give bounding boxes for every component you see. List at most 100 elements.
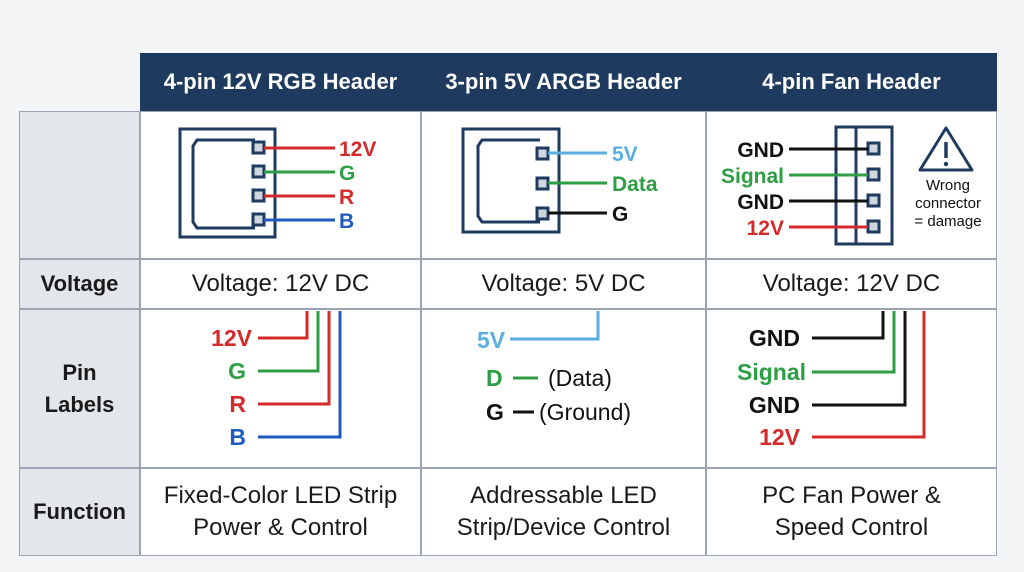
rgb-label-wire-g	[258, 311, 320, 373]
fan-pin-2	[866, 167, 881, 182]
rgb-pin-label-b: B	[339, 210, 354, 233]
fan-label-wire-gnd2	[812, 311, 907, 407]
argb-label-d-note: (Data)	[548, 365, 612, 391]
fan-pinlabel-texts: GND Signal GND 12V	[737, 325, 806, 450]
rgb-pinlabel-wires	[258, 311, 342, 439]
rgb-connector-inner	[191, 138, 255, 230]
header-argb-label: 3-pin 5V ARGB Header	[445, 69, 682, 94]
fan-label-wire-gnd1	[812, 311, 885, 340]
argb-pinlabel-wires	[510, 311, 600, 414]
function-fan-line1: PC Fan Power &	[762, 482, 941, 509]
voltage-argb: Voltage: 5V DC	[421, 259, 706, 309]
fan-label-wire-12v	[812, 311, 926, 439]
function-rgb-line1: Fixed-Color LED Strip	[163, 482, 398, 509]
argb-connector-body	[461, 127, 561, 234]
fan-label-signal: Signal	[737, 359, 806, 385]
function-argb-line1: Addressable LED	[470, 482, 657, 509]
fan-pin-1	[866, 141, 881, 156]
rgb-label-r: R	[229, 391, 246, 417]
argb-label-wire-5v	[510, 311, 600, 341]
rgb-pin-4	[251, 212, 266, 227]
warning-line2: connector	[915, 195, 981, 212]
rgb-label-12v: 12V	[211, 325, 253, 351]
argb-pin-label-5v: 5V	[612, 143, 638, 166]
function-rgb: Fixed-Color LED Strip Power & Control	[140, 468, 421, 556]
voltage-rgb-text: Voltage: 12V DC	[191, 270, 370, 297]
argb-pins	[535, 146, 607, 221]
argb-pin-2	[535, 176, 550, 191]
rgb-label-wire-b	[258, 311, 342, 439]
fan-label-gnd1: GND	[749, 325, 800, 351]
function-fan: PC Fan Power & Speed Control	[706, 468, 997, 556]
voltage-row-text: Voltage	[40, 271, 119, 296]
rgb-label-wire-r	[258, 311, 331, 406]
warning-icon	[918, 126, 974, 172]
fan-pins	[789, 141, 881, 234]
rgb-pin-texts: 12V G R B	[339, 138, 376, 233]
fan-connector-body	[834, 125, 894, 246]
pinlabels-row-text-2: Labels	[44, 391, 115, 417]
rgb-pin-label-r: R	[339, 186, 354, 209]
function-row-label: Function	[19, 468, 140, 556]
argb-label-g-note: (Ground)	[539, 399, 631, 425]
header-fan: 4-pin Fan Header	[706, 53, 997, 111]
header-rgb-label: 4-pin 12V RGB Header	[163, 69, 398, 94]
fan-pin-texts: GND Signal GND 12V	[721, 139, 784, 240]
argb-pinlabel-texts: 5V D (Data) G (Ground)	[477, 327, 631, 425]
fan-pin-label-gnd2: GND	[737, 191, 784, 214]
fan-label-gnd2: GND	[749, 392, 800, 418]
fan-connector	[834, 125, 894, 246]
pinlabels-row-text-1: Pin	[62, 359, 97, 385]
fan-pinlabel-wires	[812, 311, 926, 439]
warning-line3: = damage	[914, 213, 981, 230]
argb-pin-1	[535, 146, 550, 161]
diagram-row-label	[19, 111, 140, 259]
voltage-fan: Voltage: 12V DC	[706, 259, 997, 309]
rgb-label-g: G	[228, 358, 246, 384]
pinlabels-rgb-cell	[140, 309, 421, 468]
voltage-row-label: Voltage	[19, 259, 140, 309]
argb-connector	[461, 127, 561, 234]
argb-pin-3	[535, 206, 550, 221]
fan-pin-label-signal: Signal	[721, 165, 784, 188]
fan-label-12v: 12V	[759, 424, 801, 450]
function-argb: Addressable LED Strip/Device Control	[421, 468, 706, 556]
pinlabels-argb-cell	[421, 309, 706, 468]
argb-connector-inner	[476, 138, 540, 224]
argb-pin-label-g: G	[612, 203, 628, 226]
fan-pin-3	[866, 193, 881, 208]
fan-label-wire-signal	[812, 311, 896, 374]
argb-pin-label-data: Data	[612, 173, 658, 196]
header-rgb: 4-pin 12V RGB Header	[140, 53, 421, 111]
function-row-text: Function	[33, 499, 126, 524]
fan-pin-label-gnd1: GND	[737, 139, 784, 162]
rgb-connector-body	[178, 127, 277, 239]
pinlabels-fan-cell	[706, 309, 997, 468]
pinlabels-row-label: Pin Labels	[19, 309, 140, 468]
rgb-connector	[178, 127, 277, 239]
rgb-pin-2	[251, 164, 266, 179]
voltage-rgb: Voltage: 12V DC	[140, 259, 421, 309]
rgb-pins	[251, 140, 335, 227]
warning-line1: Wrong	[926, 177, 970, 194]
argb-label-d: D	[486, 365, 503, 391]
argb-pin-texts: 5V Data G	[612, 143, 658, 226]
rgb-label-wire-12v	[258, 311, 309, 340]
voltage-fan-text: Voltage: 12V DC	[762, 270, 941, 297]
rgb-pin-label-12v: 12V	[339, 138, 376, 161]
function-argb-line2: Strip/Device Control	[456, 514, 671, 541]
rgb-pin-1	[251, 140, 266, 155]
rgb-pin-label-g: G	[339, 162, 355, 185]
rgb-pin-3	[251, 188, 266, 203]
argb-label-g: G	[486, 399, 504, 425]
fan-pin-label-12v: 12V	[747, 217, 784, 240]
header-argb: 3-pin 5V ARGB Header	[421, 53, 706, 111]
warning-text: Wrong connector = damage	[914, 177, 981, 230]
fan-pin-4	[866, 219, 881, 234]
diagram-fan-cell	[706, 111, 997, 259]
function-rgb-line2: Power & Control	[193, 514, 368, 541]
header-fan-label: 4-pin Fan Header	[762, 69, 941, 94]
diagram-argb-cell	[421, 111, 706, 259]
function-fan-line2: Speed Control	[774, 514, 929, 541]
